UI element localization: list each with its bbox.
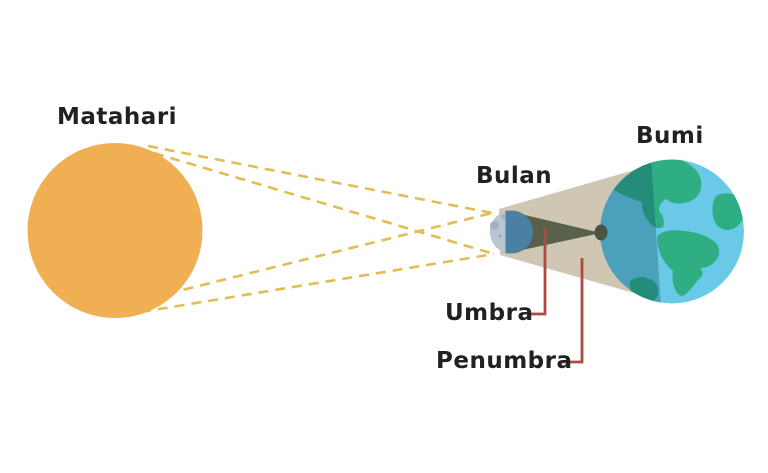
earth-globe xyxy=(600,159,744,304)
continent-east xyxy=(712,193,744,230)
moon xyxy=(490,210,533,254)
callout-pointers xyxy=(529,228,584,364)
earth-label: Bumi xyxy=(636,123,704,149)
umbra-tip xyxy=(594,224,608,241)
moon-crater xyxy=(498,234,502,238)
penumbra-label: Penumbra xyxy=(436,348,573,374)
sun-circle xyxy=(27,143,203,318)
ray-sun-top-to-moon-top xyxy=(147,144,493,215)
moon-crater xyxy=(501,214,506,219)
sun-label: Matahari xyxy=(57,104,178,130)
continent-south xyxy=(657,230,720,296)
ray-sun-bottom-to-moon-top xyxy=(133,211,493,304)
umbra-pointer-line xyxy=(529,228,547,316)
ray-sun-bottom-to-moon-bottom xyxy=(140,252,495,314)
moon-crater xyxy=(490,221,499,230)
penumbra-pointer-line xyxy=(562,258,584,364)
moon-label: Bulan xyxy=(476,163,553,189)
ray-sun-top-to-moon-bottom xyxy=(153,151,495,256)
umbra-label: Umbra xyxy=(445,300,534,326)
light-rays-group xyxy=(133,144,495,314)
